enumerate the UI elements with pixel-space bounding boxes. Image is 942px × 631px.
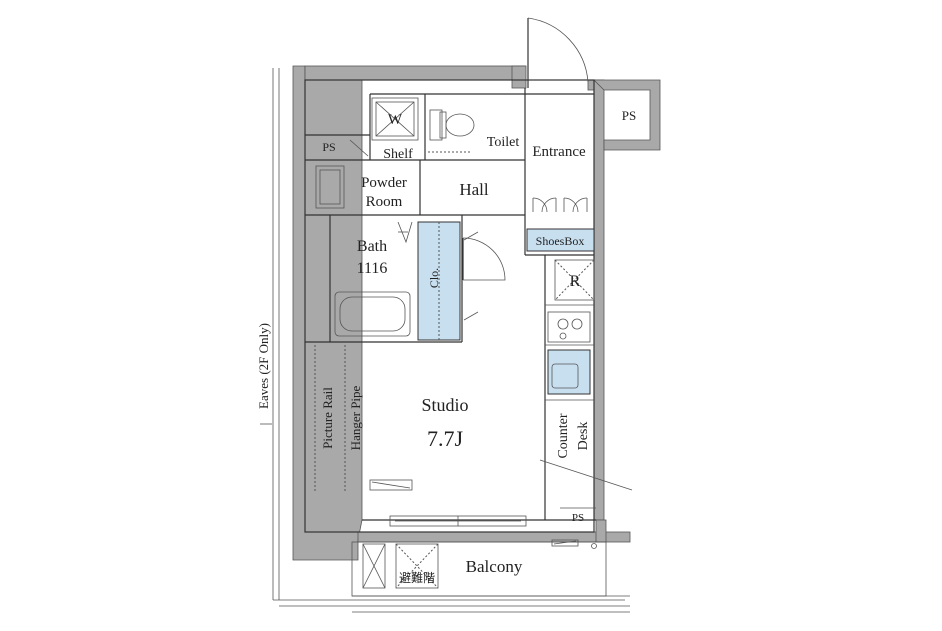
ps-top-right-label: PS [622,108,636,123]
bath-label-1: Bath [357,238,387,255]
bathtub [334,291,411,337]
closet-label: Clo. [427,268,441,288]
stove [547,311,591,343]
eaves-label: Eaves (2F Only) [256,323,271,409]
toilet-fixture [429,109,475,141]
wash-basin [315,165,345,209]
balcony-label: Balcony [466,557,523,576]
hanger-pipe-label: Hanger Pipe [348,385,363,450]
refrigerator-label: R [570,273,581,290]
ps-top-left-label: PS [322,140,335,154]
studio-label: Studio [421,395,468,415]
bath-label-2: 1116 [357,260,388,277]
emergency-hatch [395,543,439,589]
powder-room-label-2: Room [366,194,403,210]
shoes-box-label: ShoesBox [536,234,585,248]
refrigerator-space [554,259,595,301]
desk-label: Desk [576,422,591,451]
washer-label: W [388,112,403,128]
studio-size-label: 7.7J [427,426,464,451]
shoes-box-doors [532,197,588,213]
interior-walls [304,79,633,533]
shoes-box [526,228,595,252]
outdoor-unit [362,543,386,589]
hall-label: Hall [459,180,489,199]
sink [547,349,591,395]
washer-pan [371,97,419,141]
shelf-label: Shelf [383,147,413,162]
window-sash [389,515,527,527]
entrance-door [527,17,589,88]
picture-rail-label: Picture Rail [320,387,335,449]
counter-label: Counter [556,413,571,458]
floor-vent [369,479,413,491]
emergency-hatch-label: 避難階 [399,570,435,585]
balcony-area [351,541,607,597]
powder-room-label-1: Powder [361,175,407,191]
ps-bottom-label: PS [572,512,584,524]
toilet-label: Toilet [487,135,520,150]
entrance-label: Entrance [532,144,586,160]
